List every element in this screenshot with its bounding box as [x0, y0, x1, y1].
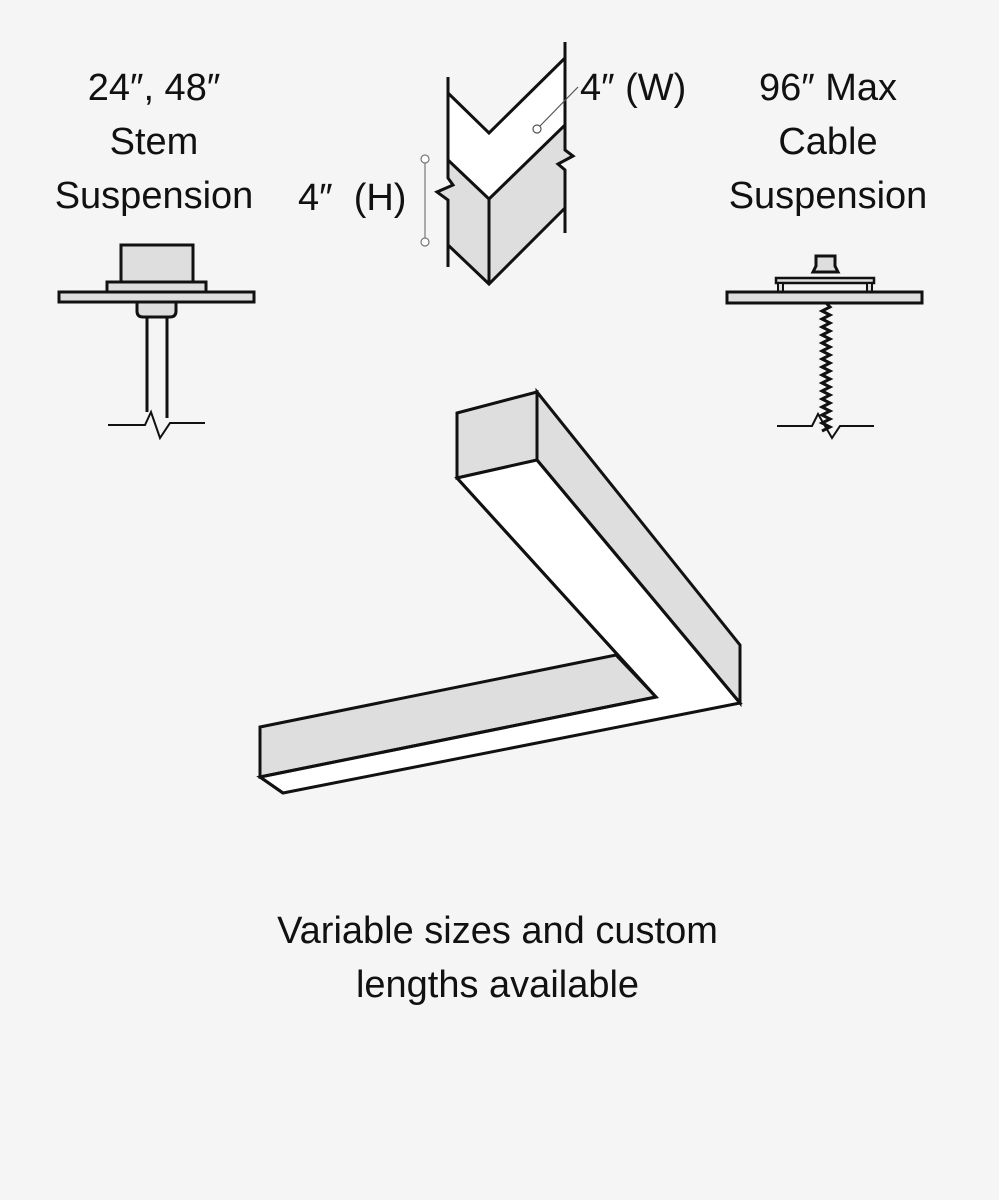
stem-suspension-label: 24″, 48″ Stem Suspension: [30, 61, 278, 223]
l-shaped-fixture-drawing: [256, 387, 743, 795]
cable-label-line2: Cable: [778, 121, 878, 163]
cable-suspension-drawing: [725, 254, 924, 440]
stem-suspension-drawing: [57, 243, 256, 441]
caption: Variable sizes and custom lengths availa…: [0, 904, 995, 1012]
profile-section-drawing: [420, 42, 579, 287]
stem-label-line3: Suspension: [54, 175, 254, 217]
height-dimension-label: 4″ (H): [298, 177, 407, 219]
height-dimension-marker: [420, 154, 430, 247]
caption-line2: lengths available: [355, 964, 640, 1006]
stem-label-line1: 24″, 48″: [87, 67, 221, 109]
cable-coil: [818, 301, 834, 433]
caption-line1: Variable sizes and custom: [277, 910, 718, 952]
cable-label-line1: 96″ Max: [758, 67, 898, 109]
cable-label-line3: Suspension: [728, 175, 928, 217]
width-dimension-label: 4″ (W): [580, 67, 687, 109]
width-dimension-marker: [532, 86, 579, 134]
cable-suspension-label: 96″ Max Cable Suspension: [704, 61, 952, 223]
stem-label-line2: Stem: [109, 121, 199, 163]
